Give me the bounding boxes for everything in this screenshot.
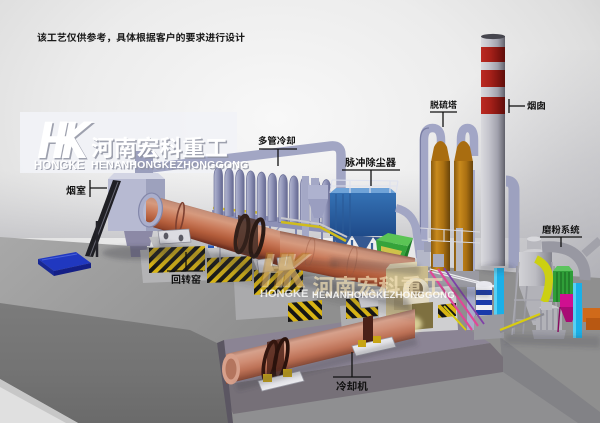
svg-text:HENANHONGKEZHONGGONG: HENANHONGKEZHONGGONG (93, 161, 250, 173)
svg-text:K: K (52, 111, 94, 170)
svg-text:HENANHONGKEZHONGGONG: HENANHONGKEZHONGGONG (312, 290, 455, 301)
svg-text:K: K (54, 113, 96, 172)
svg-text:HENANHONGKEZHONGGONG: HENANHONGKEZHONGGONG (91, 159, 248, 171)
svg-text:HONGKE: HONGKE (34, 160, 85, 172)
svg-text:K: K (273, 244, 311, 297)
svg-text:H: H (37, 111, 77, 170)
svg-text:H: H (39, 113, 79, 172)
svg-text:HONGKE: HONGKE (35, 161, 86, 173)
svg-text:K: K (275, 246, 313, 299)
svg-text:HONGKE: HONGKE (260, 288, 308, 300)
svg-text:H: H (259, 244, 295, 297)
svg-text:H: H (261, 246, 297, 299)
